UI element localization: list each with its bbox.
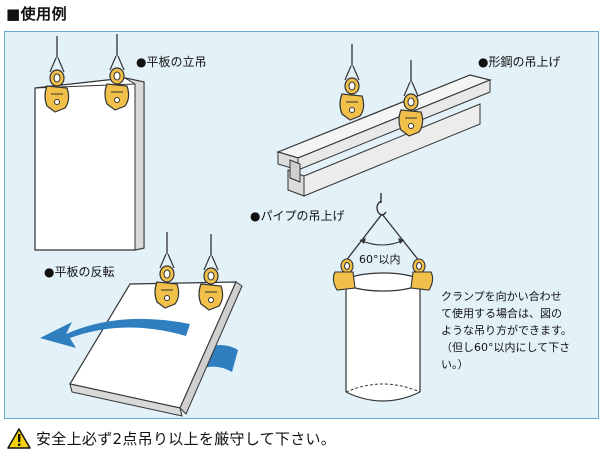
page-title: ■使用例 [6, 5, 68, 23]
label-flat-plate-flip: ●平板の反転 [44, 265, 115, 279]
note-line: い。） [441, 358, 469, 371]
label-flat-plate-vertical: ●平板の立吊 [136, 55, 207, 69]
note-line: クランプを向かい合わせ [441, 290, 562, 303]
note-line: ような吊り方ができます。 [441, 324, 572, 337]
note-line: （但し60°以内にして下さ [441, 341, 571, 354]
label-pipe: ●パイプの吊上げ [250, 209, 345, 223]
warning-text: 安全上必ず2点吊り以上を厳守して下さい。 [36, 430, 337, 448]
warning-triangle-icon [7, 428, 31, 449]
label-section-steel: ●形鋼の吊上げ [478, 55, 561, 69]
section-steel-figure [276, 43, 492, 197]
flat-plate-flip-figure [40, 231, 243, 417]
angle-label: 60°以内 [359, 251, 401, 267]
flat-plate-vertical-figure [34, 33, 145, 251]
safety-warning: 安全上必ず2点吊り以上を厳守して下さい。 [8, 428, 336, 449]
warning-icon-spacer [8, 429, 30, 449]
pipe-lift-figure [332, 193, 434, 402]
note-line: て使用する場合は、図の [441, 307, 562, 320]
facing-clamps-note: クランプを向かい合わせ て使用する場合は、図の ような吊り方ができます。 （但し… [441, 288, 591, 373]
